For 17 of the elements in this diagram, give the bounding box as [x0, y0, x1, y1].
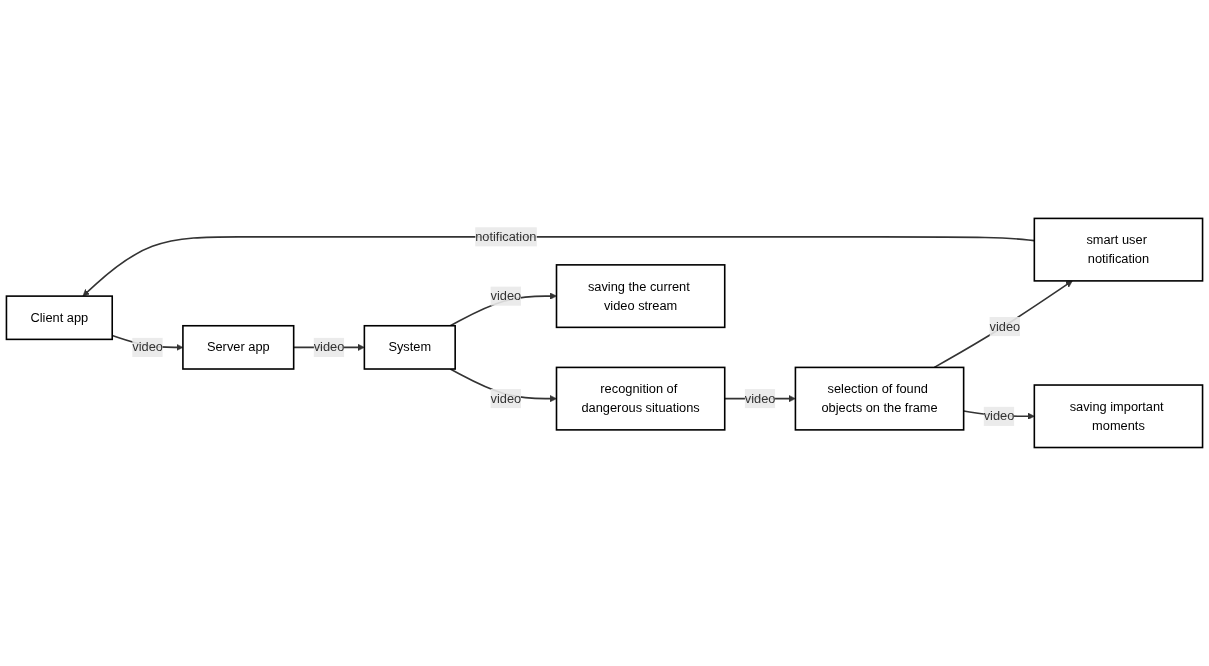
- node-box: saving important moments: [1033, 384, 1204, 449]
- edge-label: notification: [475, 229, 537, 244]
- edge-label: video: [983, 409, 1015, 423]
- node-box: Server app: [182, 324, 295, 370]
- node-box: System: [363, 324, 456, 370]
- node-box: saving the current video stream: [555, 264, 726, 329]
- node-box: selection of found objects on the frame: [794, 366, 965, 431]
- node-box: smart user notification: [1033, 217, 1204, 282]
- arrow: [933, 280, 1073, 369]
- edge-label: video: [313, 340, 345, 354]
- edge-label: video: [490, 391, 522, 406]
- edge-label: video: [132, 340, 163, 354]
- edge-label: video: [490, 288, 522, 303]
- node-box: recognition of dangerous situations: [555, 366, 726, 431]
- edge-label: video: [744, 391, 776, 406]
- node-box: Client app: [5, 295, 113, 341]
- edge-label: video: [989, 319, 1021, 334]
